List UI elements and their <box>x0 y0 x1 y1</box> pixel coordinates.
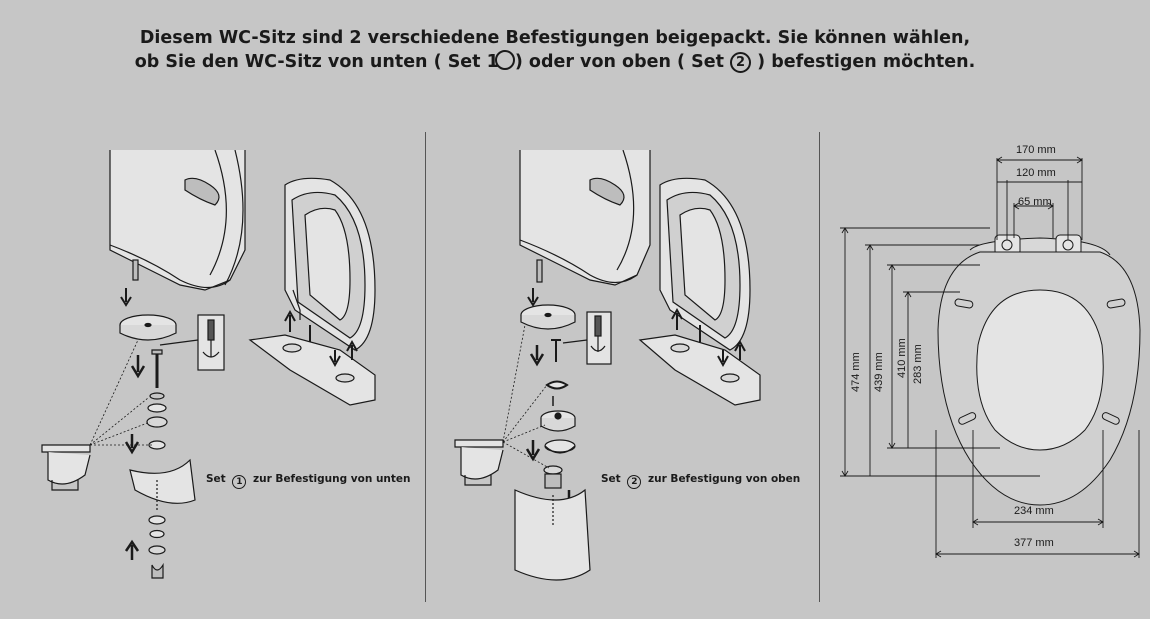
seat-dimension-drawing: 170 mm 120 mm 65 mm 474 mm 439 mm 410 mm… <box>840 144 1141 558</box>
set2-caption-number: 2 <box>627 475 642 489</box>
header-line-2: ob Sie den WC-Sitz von unten ( Set 1) od… <box>0 50 1110 74</box>
instruction-header: Diesem WC-Sitz sind 2 verschiedene Befes… <box>0 26 1110 74</box>
set1-caption-number: 1 <box>232 475 247 489</box>
set2-caption: Set 2 zur Befestigung von oben <box>601 473 800 489</box>
header-line2-suffix: ) befestigen möchten. <box>751 52 976 72</box>
header-line2-prefix: ob Sie den WC-Sitz von unten ( Set <box>134 52 487 72</box>
dim-label-377: 377 mm <box>1014 537 1054 549</box>
dim-label-170: 170 mm <box>1016 144 1056 156</box>
panel-divider-left <box>425 132 426 602</box>
dim-label-410: 410 mm <box>896 338 908 378</box>
header-line2-middle: ) oder von oben ( Set <box>514 52 731 72</box>
set1-mounting-diagram <box>41 150 376 579</box>
header-set2-number: 2 <box>730 52 752 73</box>
set2-mounting-diagram <box>454 150 761 581</box>
dim-label-120: 120 mm <box>1016 167 1056 179</box>
set1-caption-text: zur Befestigung von unten <box>253 473 411 485</box>
dim-label-439: 439 mm <box>873 352 885 392</box>
dim-label-65: 65 mm <box>1018 196 1052 208</box>
set1-caption-prefix: Set <box>206 473 226 485</box>
dim-label-234: 234 mm <box>1014 505 1054 517</box>
set2-caption-prefix: Set <box>601 473 621 485</box>
header-set1-circle-icon <box>494 50 515 70</box>
dim-label-474: 474 mm <box>850 352 862 392</box>
panel-divider-right <box>819 132 820 602</box>
header-line-1: Diesem WC-Sitz sind 2 verschiedene Befes… <box>139 28 971 48</box>
set2-caption-text: zur Befestigung von oben <box>648 473 801 485</box>
set1-caption: Set 1 zur Befestigung von unten <box>206 473 411 489</box>
dim-label-283: 283 mm <box>912 344 924 384</box>
